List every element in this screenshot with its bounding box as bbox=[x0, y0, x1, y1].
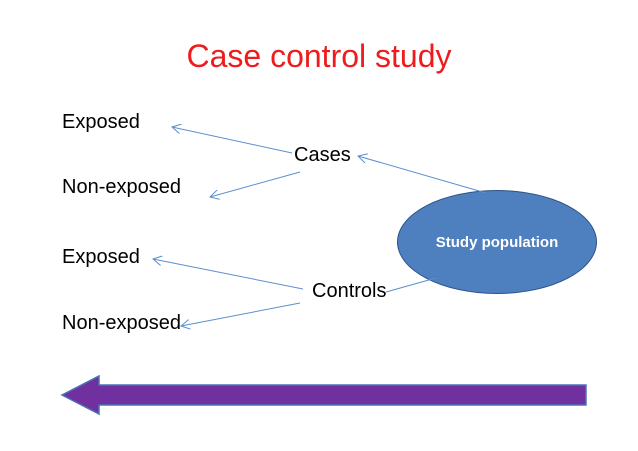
controls-to-exposed-arrow bbox=[153, 259, 304, 290]
non-exposed-bottom-label: Non-exposed bbox=[62, 312, 181, 334]
cases-to-non-exposed-arrow bbox=[210, 171, 301, 197]
population-to-controls-line bbox=[385, 277, 437, 293]
cases-label: Cases bbox=[294, 144, 351, 166]
controls-label: Controls bbox=[312, 280, 387, 302]
slide-title: Case control study bbox=[186, 38, 452, 74]
controls-to-non-exposed-arrow bbox=[181, 302, 301, 326]
exposed-bottom-label: Exposed bbox=[62, 246, 140, 268]
population-to-cases-arrow bbox=[358, 156, 487, 194]
non-exposed-top-label: Non-exposed bbox=[62, 176, 181, 198]
study-population-ellipse: Study population bbox=[397, 190, 597, 294]
left-arrow-icon bbox=[60, 374, 587, 416]
cases-to-exposed-arrow bbox=[172, 127, 293, 154]
study-population-label: Study population bbox=[435, 233, 559, 251]
exposed-top-label: Exposed bbox=[62, 111, 140, 133]
